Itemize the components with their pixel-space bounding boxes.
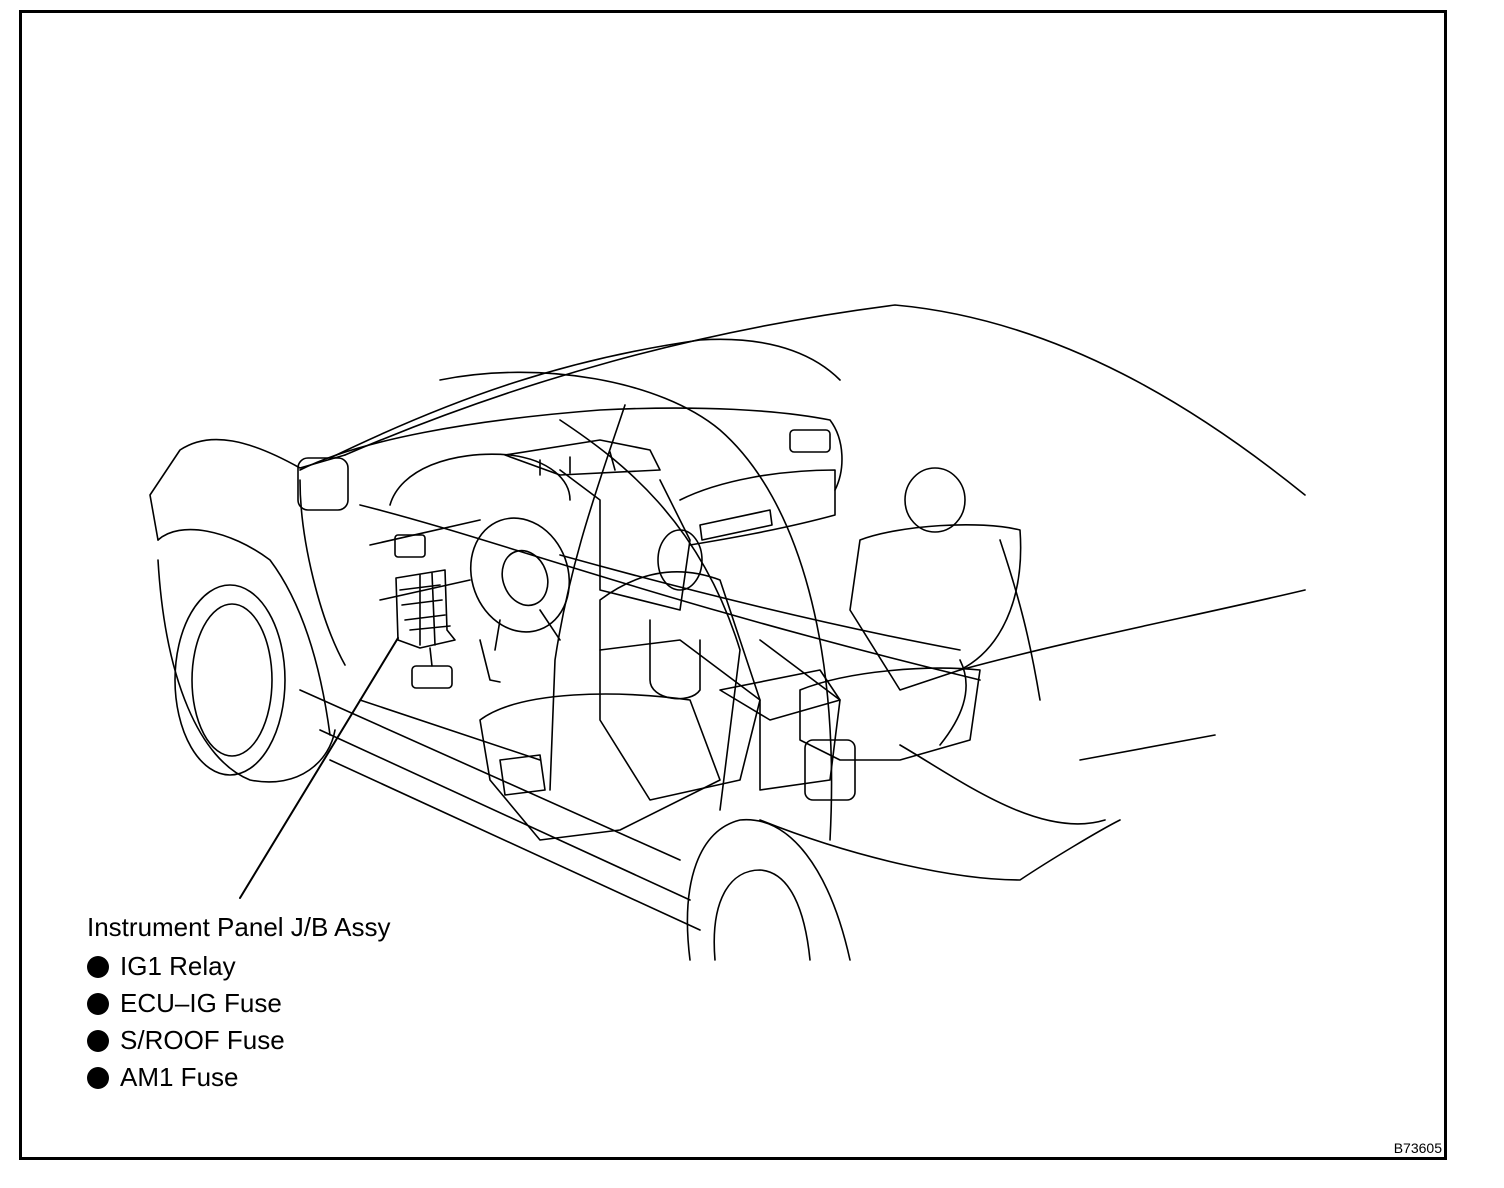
dash-top (299, 407, 843, 491)
junction-block-detail (399, 572, 451, 646)
steering-wheel (469, 517, 571, 633)
junction-block (395, 569, 456, 649)
floor-line-3 (559, 554, 961, 651)
list-item: ECU–IG Fuse (87, 985, 390, 1022)
passenger-dash (679, 469, 836, 546)
pedal-arm (429, 639, 501, 683)
rear-door-edge (939, 539, 1041, 746)
rocker-sill (299, 689, 701, 931)
floor-line-2 (359, 504, 981, 681)
passenger-seat-back (849, 524, 1022, 691)
roof-outline (344, 304, 1306, 496)
a-pillar (149, 438, 346, 541)
center-stack (559, 469, 691, 611)
figure-code: B73605 (1393, 1140, 1442, 1156)
passenger-seat-base (804, 739, 856, 801)
rear-deck (959, 589, 1306, 671)
bullet-icon (87, 955, 109, 978)
floor-line-1 (359, 699, 541, 761)
bullet-icon (87, 1029, 109, 1052)
side-mirror (297, 457, 349, 511)
front-wheel (174, 584, 286, 776)
wheel-arch (157, 559, 336, 783)
shift-lever (649, 619, 701, 700)
item-label: AM1 Fuse (120, 1062, 239, 1092)
front-wheel-inner (191, 603, 273, 757)
leader-line (239, 637, 399, 899)
rear-wheel-arch (686, 818, 851, 961)
steering-column (494, 609, 561, 651)
c-pillar-line (899, 744, 1106, 825)
dash-vent-right (789, 429, 831, 453)
item-label: IG1 Relay (120, 951, 236, 981)
component-list: IG1 Relay ECU–IG Fuse S/ROOF Fuse AM1 Fu… (87, 948, 390, 1096)
location-caption: Instrument Panel J/B Assy IG1 Relay ECU–… (87, 910, 390, 1096)
bullet-icon (87, 1066, 109, 1089)
rear-line (1079, 734, 1216, 761)
list-item: S/ROOF Fuse (87, 1022, 390, 1059)
seat-controls (499, 754, 546, 796)
passenger-headrest (904, 467, 966, 533)
brake-pedal (411, 665, 453, 689)
driver-headrest (657, 529, 703, 591)
figure-frame (19, 10, 1447, 1160)
dash-face (299, 479, 481, 666)
bullet-icon (87, 992, 109, 1015)
rear-wheel (713, 869, 811, 961)
windshield-top (329, 338, 841, 459)
glovebox (699, 509, 773, 541)
component-title: Instrument Panel J/B Assy (87, 912, 391, 942)
driver-seat-cushion (479, 693, 721, 841)
quarter-panel (759, 819, 1121, 881)
instrument-hood (389, 453, 571, 506)
roof-sweep (559, 419, 741, 811)
center-vents (504, 439, 661, 476)
steering-hub (501, 549, 549, 607)
center-console (599, 639, 841, 791)
front-fender (157, 528, 331, 736)
list-item: AM1 Fuse (87, 1059, 390, 1096)
console-lid (719, 669, 841, 721)
b-pillar-arc (439, 371, 833, 841)
dash-vent-left (394, 534, 426, 558)
item-label: S/ROOF Fuse (120, 1025, 285, 1055)
item-label: ECU–IG Fuse (120, 988, 282, 1018)
windshield-sweep (549, 404, 626, 791)
passenger-seat-cushion (799, 667, 981, 761)
list-item: IG1 Relay (87, 948, 390, 985)
driver-seat-back (599, 571, 761, 801)
